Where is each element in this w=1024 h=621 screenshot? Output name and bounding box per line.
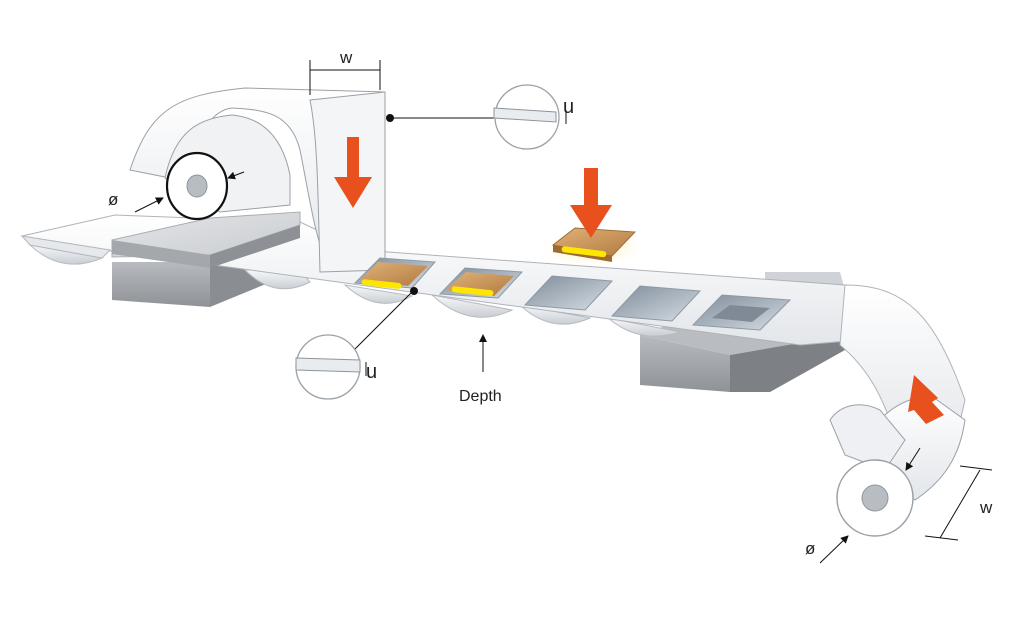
label-width-bottom: w [979, 498, 993, 517]
cavity-filled-2 [438, 267, 524, 299]
cavity-empty-1 [523, 275, 614, 311]
callout-dot-bottom [410, 287, 418, 295]
process-arrows [334, 137, 944, 424]
label-thickness-bottom: u [366, 361, 377, 383]
callout-dot-top [386, 114, 394, 122]
cavities [353, 257, 792, 331]
arrow-up-feed [908, 375, 944, 424]
arrow-down-sealing [334, 137, 372, 208]
label-diameter-top: ø [108, 190, 118, 209]
label-depth: Depth [459, 388, 502, 405]
magnifier-top [493, 84, 567, 150]
bottom-film-roll [829, 394, 966, 537]
cavity-empty-2 [610, 285, 702, 322]
forming-block-upper [111, 211, 301, 268]
arrow-down-insert [570, 168, 612, 238]
magnifier-bottom [295, 334, 367, 400]
cavity-filled-1 [353, 257, 437, 289]
label-diameter-bottom: ø [805, 539, 815, 558]
label-thickness-top: u [563, 96, 574, 118]
top-film-roll [129, 87, 386, 273]
product-inserting [542, 227, 642, 266]
label-width-top: w [339, 48, 353, 67]
annotation-lines [134, 60, 993, 564]
